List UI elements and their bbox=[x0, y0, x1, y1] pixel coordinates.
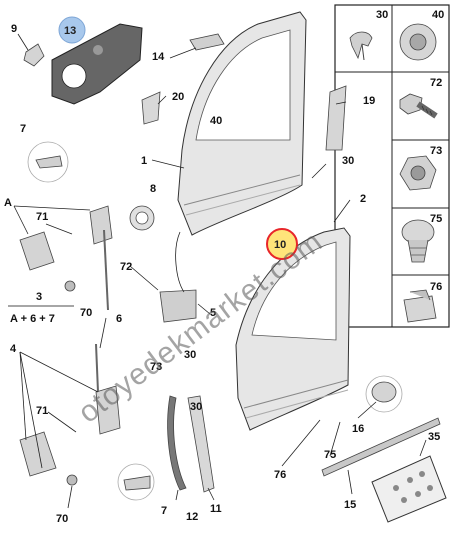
panel-label-72: 72 bbox=[430, 77, 442, 89]
label-76: 76 bbox=[274, 469, 286, 481]
panel-label-75: 75 bbox=[430, 213, 442, 225]
strip-19-icon bbox=[325, 85, 347, 151]
strip-20-icon bbox=[141, 91, 161, 125]
hinge-upper-icon bbox=[19, 205, 113, 311]
label-A: A bbox=[4, 197, 12, 209]
label-7-upper: 7 bbox=[20, 123, 26, 135]
clip-76-icon bbox=[403, 289, 437, 323]
label-16: 16 bbox=[352, 423, 364, 435]
hinge-lower-icon bbox=[19, 343, 121, 477]
label-19: 19 bbox=[363, 95, 375, 107]
panel-label-76: 76 bbox=[430, 281, 442, 293]
label-75: 75 bbox=[324, 449, 336, 461]
hardware-panel bbox=[334, 4, 450, 328]
clip-kit-35-icon bbox=[371, 455, 447, 523]
label-6: 6 bbox=[116, 313, 122, 325]
label-30-lower: 30 bbox=[190, 401, 202, 413]
label-7-lower: 7 bbox=[161, 505, 167, 517]
seal-9-icon bbox=[23, 43, 45, 67]
highlight-badge-13 bbox=[58, 16, 86, 44]
label-8: 8 bbox=[150, 183, 156, 195]
label-70-lower: 70 bbox=[56, 513, 68, 525]
label-73: 73 bbox=[150, 361, 162, 373]
label-30-middle: 30 bbox=[184, 349, 196, 361]
strip-12-icon bbox=[167, 395, 187, 491]
panel-label-40: 40 bbox=[432, 9, 444, 21]
bolt-70-lower-icon bbox=[66, 474, 78, 486]
label-12: 12 bbox=[186, 511, 198, 523]
panel-label-73: 73 bbox=[430, 145, 442, 157]
clip-7-lower-icon bbox=[117, 463, 155, 501]
front-door-shell-1 bbox=[177, 11, 307, 236]
label-35: 35 bbox=[428, 431, 440, 443]
label-15: 15 bbox=[344, 499, 356, 511]
label-9: 9 bbox=[11, 23, 17, 35]
label-72: 72 bbox=[120, 261, 132, 273]
rear-door-shell-2 bbox=[235, 227, 351, 431]
label-70-upper: 70 bbox=[80, 307, 92, 319]
panel-label-30: 30 bbox=[376, 9, 388, 21]
leader-lines bbox=[13, 33, 427, 509]
bolt-70-upper-icon bbox=[64, 280, 76, 292]
formula-text: A + 6 + 7 bbox=[10, 313, 55, 325]
moulding-15-icon bbox=[321, 417, 441, 477]
label-40: 40 bbox=[210, 115, 222, 127]
label-14: 14 bbox=[152, 51, 165, 63]
screw-72-icon bbox=[399, 93, 438, 119]
inner-door-panel-13 bbox=[51, 23, 143, 105]
clip-30-icon bbox=[349, 31, 373, 61]
label-20: 20 bbox=[172, 91, 184, 103]
label-10: 10 bbox=[274, 239, 286, 251]
nut-73-icon bbox=[399, 155, 437, 191]
pad-14-icon bbox=[189, 33, 225, 51]
seal-8-icon bbox=[129, 205, 155, 231]
label-5: 5 bbox=[210, 307, 216, 319]
label-30-upper: 30 bbox=[342, 155, 354, 167]
label-11: 11 bbox=[210, 503, 222, 515]
grommet-40-icon bbox=[399, 23, 437, 61]
check-strap-5-icon bbox=[159, 289, 197, 323]
clip-75-icon bbox=[401, 219, 435, 263]
label-2: 2 bbox=[360, 193, 366, 205]
clip-7-upper-icon bbox=[27, 141, 69, 183]
label-1: 1 bbox=[141, 155, 147, 167]
label-71-upper: 71 bbox=[36, 211, 48, 223]
label-4: 4 bbox=[10, 343, 17, 355]
label-3: 3 bbox=[36, 291, 42, 303]
label-71-lower: 71 bbox=[36, 405, 48, 417]
trim-11-icon bbox=[187, 395, 215, 493]
highlight-badge-10 bbox=[266, 228, 298, 260]
label-13: 13 bbox=[64, 25, 76, 37]
